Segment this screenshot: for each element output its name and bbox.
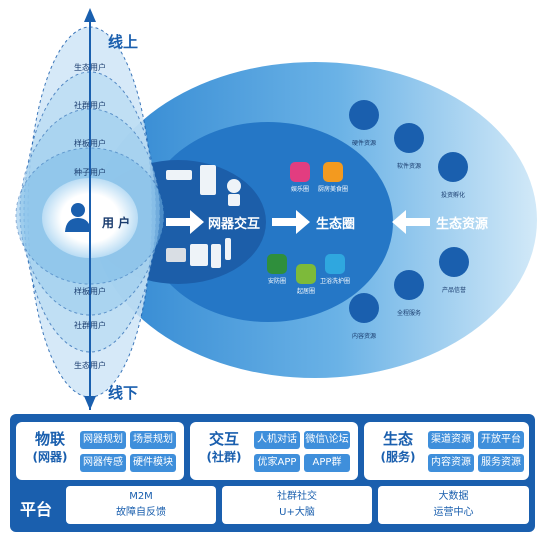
ring-label-sample-top: 样板用户	[74, 138, 106, 148]
platform-panel: 物联 (网器) 网器规划 场景规划 网器传感 硬件模块 交互 (社群) 人机对话 微…	[10, 414, 535, 532]
platform-base-line1: 社群社交	[277, 491, 317, 502]
interaction-item: 优家APP	[254, 454, 300, 472]
entertainment-app: 娱乐圈	[290, 162, 310, 193]
investment-label: 投资孵化	[441, 191, 465, 199]
axis-arrow-down-icon	[84, 396, 96, 410]
bath-label: 卫浴洗护圈	[320, 277, 350, 285]
ecology-item: 渠道资源	[428, 431, 474, 449]
ecology-subtitle: (服务)	[380, 450, 416, 464]
security-app: 安防圈	[267, 254, 287, 285]
ring-label-seed: 种子用户	[74, 167, 106, 177]
ring-label-eco-bottom: 生态用户	[74, 360, 106, 370]
ecology-item: 服务资源	[478, 454, 524, 472]
living-label: 起居圈	[297, 287, 315, 295]
ecosystem-label: 生态圈	[316, 216, 355, 232]
hardware-resource: 硬件资源	[349, 100, 379, 147]
user-icon	[65, 203, 91, 232]
interaction-group: 交互 (社群) 人机对话 微信\论坛 优家APP APP群	[190, 422, 358, 480]
content-label: 内容资源	[352, 332, 376, 340]
software-resource: 软件资源	[394, 123, 424, 170]
hardware-label: 硬件资源	[352, 139, 376, 147]
platform-base-line1: M2M	[129, 491, 153, 502]
reputation-resource: 产品信誉	[439, 247, 469, 294]
software-label: 软件资源	[397, 162, 421, 170]
ecology-group: 生态 (服务) 渠道资源 开放平台 内容资源 服务资源	[364, 422, 529, 480]
service-label: 全程服务	[397, 309, 421, 317]
resources-label: 生态资源	[436, 216, 488, 232]
arrow-to-ecosystem-icon	[272, 210, 310, 234]
iot-item: 网器规划	[80, 431, 126, 449]
platform-base-bigdata: 大数据 运营中心	[378, 486, 529, 524]
ring-label-community-top: 社群用户	[74, 100, 106, 110]
arrow-to-interaction-icon	[166, 210, 204, 234]
ring-label-sample-bottom: 样板用户	[74, 286, 106, 296]
ring-label-community-bottom: 社群用户	[74, 320, 106, 330]
platform-base-line1: 大数据	[438, 491, 469, 502]
iot-title: 物联	[34, 430, 65, 448]
interaction-label: 网器交互	[208, 216, 260, 232]
content-resource: 内容资源	[349, 293, 379, 340]
ecology-title: 生态	[382, 430, 413, 448]
platform-base-line2: U+大脑	[279, 507, 315, 518]
living-app: 起居圈	[296, 264, 316, 295]
platform-label: 平台	[20, 500, 53, 519]
iot-subtitle: (网器)	[32, 450, 68, 464]
offline-label: 线下	[108, 384, 138, 402]
ecology-item: 开放平台	[478, 431, 524, 449]
interaction-item: 人机对话	[254, 431, 300, 449]
kitchen-app: 厨房美食圈	[318, 162, 348, 193]
iot-item: 网器传感	[80, 454, 126, 472]
entertainment-label: 娱乐圈	[291, 185, 309, 193]
ring-label-eco-top: 生态用户	[74, 62, 106, 72]
platform-base-line2: 故障自反馈	[116, 507, 166, 518]
platform-base-social: 社群社交 U+大脑	[222, 486, 372, 524]
investment-resource: 投资孵化	[438, 152, 468, 199]
interaction-item: APP群	[304, 454, 350, 472]
arrow-from-resources-icon	[392, 210, 430, 234]
ecology-item: 内容资源	[428, 454, 474, 472]
user-ecosystem-diagram: 线上 线下 生态用户 社群用户 样板用户 种子用户 样板用户 社群用户 生态用户…	[15, 8, 537, 410]
appliance-icons	[166, 165, 241, 268]
service-resource: 全程服务	[394, 270, 424, 317]
online-label: 线上	[108, 33, 138, 51]
kitchen-label: 厨房美食圈	[318, 185, 348, 193]
platform-base-m2m: M2M 故障自反馈	[66, 486, 216, 524]
axis-arrow-up-icon	[84, 8, 96, 22]
user-label: 用 户	[101, 215, 130, 230]
reputation-label: 产品信誉	[442, 286, 466, 294]
bath-app: 卫浴洗护圈	[320, 254, 350, 285]
iot-group: 物联 (网器) 网器规划 场景规划 网器传感 硬件模块	[16, 422, 184, 480]
platform-base-line2: 运营中心	[433, 507, 474, 518]
interaction-item: 微信\论坛	[304, 431, 350, 449]
iot-item: 场景规划	[130, 431, 176, 449]
security-label: 安防圈	[268, 277, 286, 285]
interaction-subtitle: (社群)	[206, 450, 242, 464]
iot-item: 硬件模块	[130, 454, 176, 472]
interaction-title: 交互	[208, 430, 239, 448]
